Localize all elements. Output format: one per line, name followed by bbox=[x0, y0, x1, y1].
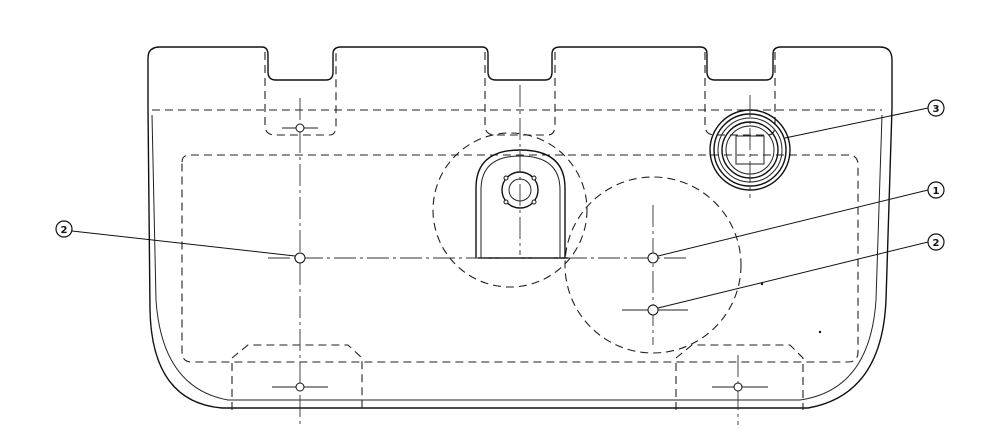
right-mounting-hole-upper bbox=[647, 252, 659, 264]
center-boss-port-bolt-3 bbox=[503, 199, 509, 205]
center-boss-port-bolt-2 bbox=[531, 175, 537, 181]
right-notch-pocket bbox=[704, 52, 776, 136]
bottom-left-mounting-hole bbox=[295, 382, 305, 392]
inner-cavity-hidden-outline bbox=[181, 154, 859, 363]
callout-2-left-label: 2 bbox=[61, 225, 68, 236]
leader-line-3 bbox=[784, 107, 929, 139]
callout-2-right-label: 2 bbox=[933, 238, 940, 249]
callout-1: 1 bbox=[927, 181, 945, 199]
callout-1-label: 1 bbox=[933, 186, 940, 197]
callout-3-label: 3 bbox=[933, 104, 940, 115]
callout-3: 3 bbox=[927, 99, 945, 117]
right-hidden-circle bbox=[564, 176, 742, 354]
housing-outer-outline bbox=[147, 46, 893, 409]
center-boss-body bbox=[475, 149, 566, 258]
reference-dot-1 bbox=[760, 282, 764, 286]
center-boss-hidden-circle bbox=[432, 132, 588, 288]
leader-line-1 bbox=[657, 189, 929, 257]
housing-inner-outline bbox=[151, 114, 883, 401]
left-mounting-hole bbox=[294, 252, 306, 264]
callout-2-right: 2 bbox=[927, 233, 945, 251]
center-boss-port-bolt-1 bbox=[503, 175, 509, 181]
bottom-right-tab bbox=[675, 344, 804, 410]
reference-dot-2 bbox=[818, 330, 822, 334]
bottom-left-tab bbox=[231, 344, 363, 410]
leader-line-2-left bbox=[71, 230, 296, 257]
bottom-right-mounting-hole bbox=[733, 382, 743, 392]
left-notch-pocket bbox=[264, 52, 337, 136]
callout-2-left: 2 bbox=[55, 220, 73, 238]
right-mounting-hole-lower bbox=[647, 304, 659, 316]
center-boss-port-bolt-4 bbox=[531, 199, 537, 205]
top-left-mounting-hole bbox=[295, 123, 305, 133]
leader-line-2-right bbox=[657, 241, 929, 309]
center-boss-inner bbox=[480, 155, 561, 258]
